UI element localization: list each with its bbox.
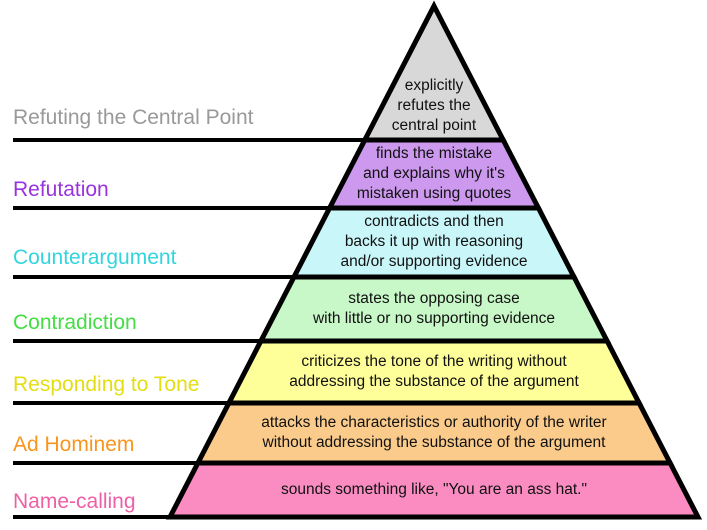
level-label-responding-to-tone: Responding to Tone xyxy=(13,373,200,396)
band-description-refuting-central-point: explicitly refutes the central point xyxy=(391,77,477,134)
band-description-ad-hominem: attacks the characteristics or authority… xyxy=(261,414,607,451)
level-label-counterargument: Counterargument xyxy=(13,246,177,269)
band-description-counterargument: contradicts and then backs it up with re… xyxy=(340,213,528,270)
level-label-contradiction: Contradiction xyxy=(13,311,137,334)
band-description-name-calling: sounds something like, "You are an ass h… xyxy=(281,481,587,498)
band-description-refutation: finds the mistake and explains why it's … xyxy=(356,145,512,202)
level-label-refuting-central-point: Refuting the Central Point xyxy=(13,106,254,129)
level-label-refutation: Refutation xyxy=(13,178,109,201)
level-label-ad-hominem: Ad Hominem xyxy=(13,433,135,456)
band-shape-name-calling xyxy=(165,460,703,520)
band-description-contradiction: states the opposing case with little or … xyxy=(312,290,556,327)
band-description-responding-to-tone: criticizes the tone of the writing witho… xyxy=(289,353,579,390)
level-label-name-calling: Name-calling xyxy=(13,490,136,513)
